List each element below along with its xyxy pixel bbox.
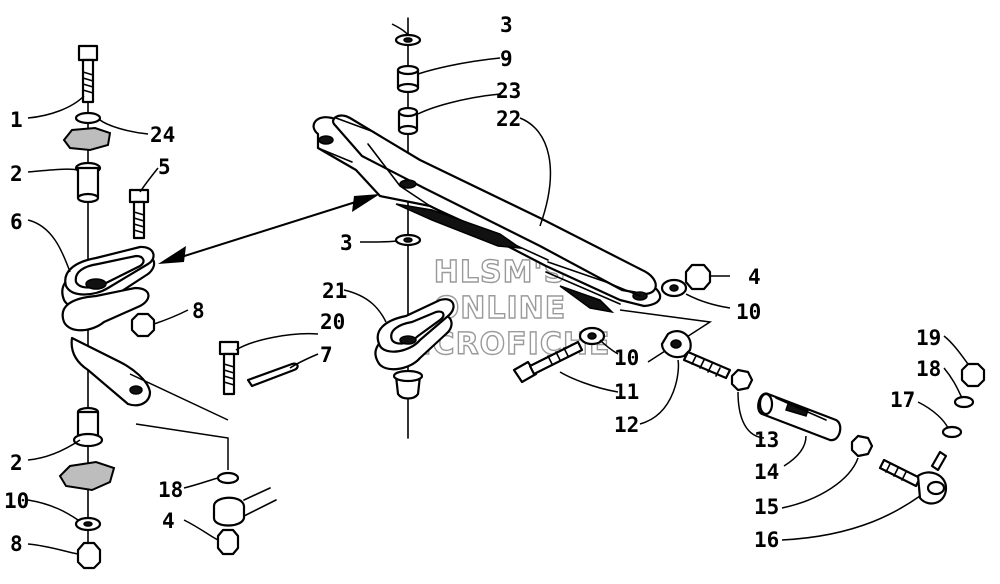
- leader-lines: [27, 23, 969, 555]
- callout-2: 2: [10, 162, 23, 186]
- callout-9: 9: [500, 47, 513, 71]
- steering-arm-6: [61, 245, 156, 407]
- nut-8-lower: [76, 541, 102, 570]
- washer-17: [941, 425, 963, 439]
- reference-arrow: [158, 194, 380, 264]
- callout-4: 4: [162, 509, 175, 533]
- nut-19: [960, 362, 986, 388]
- callout-10: 10: [614, 346, 639, 370]
- nut-4-left: [216, 528, 240, 556]
- callout-15: 15: [754, 495, 779, 519]
- callout-12: 12: [614, 413, 639, 437]
- callout-4: 4: [748, 265, 761, 289]
- callout-labels: 1 24 2 5 6 8 20 7 2 10 8 18 4 3 9 23 22 …: [4, 13, 941, 556]
- bushing-2-lower: [72, 406, 104, 448]
- drag-link-22: [312, 114, 662, 314]
- callout-13: 13: [754, 428, 779, 452]
- callout-10: 10: [736, 300, 761, 324]
- bushing-2-upper: [74, 161, 102, 204]
- pitman-arm-21: [374, 298, 455, 400]
- callout-5: 5: [158, 155, 171, 179]
- callout-8: 8: [10, 532, 23, 556]
- callout-6: 6: [10, 210, 23, 234]
- nut-15: [850, 434, 874, 458]
- callout-1: 1: [10, 108, 23, 132]
- center-hardware: [394, 17, 422, 439]
- bolt-20-head: [218, 340, 240, 356]
- bolt-1-thread: [82, 71, 94, 94]
- callout-11: 11: [614, 380, 639, 404]
- tie-rod-end-left: [212, 496, 246, 527]
- callout-17: 17: [890, 388, 915, 412]
- tie-rod-end-16: [878, 450, 948, 505]
- bushing-23: [397, 106, 419, 136]
- bolt-20-shank: [222, 352, 236, 396]
- bolt-1-head: [77, 44, 99, 62]
- callout-2: 2: [10, 451, 23, 475]
- callout-8: 8: [192, 299, 205, 323]
- callout-22: 22: [496, 107, 521, 131]
- callout-24: 24: [150, 123, 175, 147]
- right-hardware: [512, 263, 986, 505]
- upper-pad: [62, 126, 112, 152]
- spacer-9: [396, 64, 420, 94]
- nut-13: [730, 368, 754, 392]
- assembly-lines-left: [129, 373, 229, 470]
- callout-3: 3: [340, 231, 353, 255]
- left-pivot-assembly: [58, 44, 156, 570]
- callout-10: 10: [4, 489, 29, 513]
- washer-18-right: [953, 395, 975, 409]
- callout-14: 14: [754, 460, 779, 484]
- nut-4-right: [684, 263, 712, 291]
- nut-8-upper: [130, 312, 156, 338]
- bolt-1: [77, 44, 99, 104]
- lower-pad: [58, 460, 116, 492]
- washer-18-left: [216, 471, 240, 485]
- adjuster-sleeve-14: [757, 392, 842, 442]
- callout-16: 16: [754, 528, 779, 552]
- watermark-line-2: ONLINE: [434, 291, 567, 326]
- callout-21: 21: [322, 279, 347, 303]
- bolt-5: [128, 188, 150, 240]
- callout-18: 18: [158, 478, 183, 502]
- bolt-11: [512, 340, 584, 384]
- callout-3: 3: [500, 13, 513, 37]
- washer-24: [74, 111, 102, 125]
- callout-7: 7: [320, 343, 333, 367]
- callout-19: 19: [916, 326, 941, 350]
- callout-23: 23: [496, 79, 521, 103]
- ball-joint-12: [660, 330, 732, 380]
- callout-18: 18: [916, 357, 941, 381]
- link-hardware: [129, 340, 299, 556]
- callout-20: 20: [320, 310, 345, 334]
- cotter-pin-7: [246, 362, 299, 388]
